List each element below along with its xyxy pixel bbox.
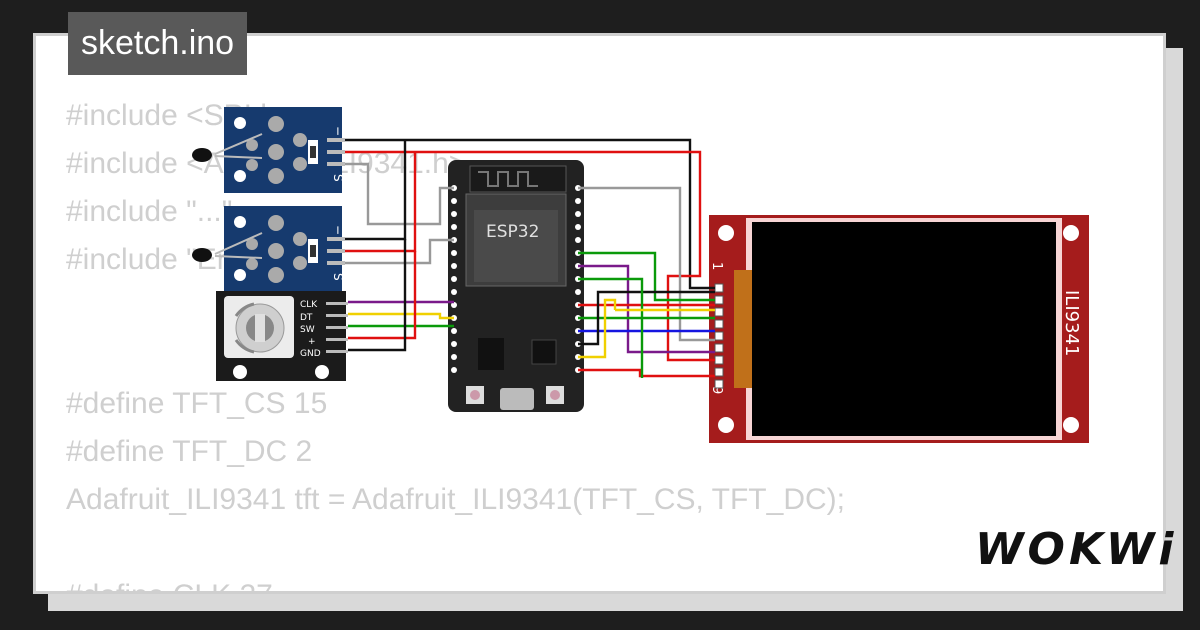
antenna-icon [478,171,538,187]
ili9341-display[interactable]: ILI9341 1 9 [709,215,1089,443]
sensor-pin-minus: − [331,126,345,136]
thermistor-icon [192,248,212,262]
temperature-sensor-1[interactable]: − S [192,107,345,193]
code-line: #define TFT_DC 2 [66,435,313,468]
code-line: Adafruit_ILI9341 tft = Adafruit_ILI9341(… [66,483,845,516]
code-line: #define CLK 27 [66,576,273,591]
sensor-pin-s: S [331,273,345,281]
file-tab[interactable]: sketch.ino [68,12,248,75]
temperature-sensor-2[interactable]: − S [192,206,345,292]
sensor-pin-minus: − [331,225,345,235]
display-pin-1: 1 [709,262,724,270]
display-pin-9: 9 [709,386,724,394]
code-line: #define TFT_CS 15 [66,387,328,420]
wokwi-logo: WOKWi [975,524,1178,575]
chip-icon [531,339,557,365]
thermistor-icon [192,148,212,162]
encoder-pin-sw: SW [300,325,315,335]
encoder-pin-vcc: + [308,337,316,347]
display-label: ILI9341 [1061,290,1082,356]
wires [345,138,715,378]
display-screen [752,222,1056,436]
usb-port-icon [500,388,534,410]
encoder-pin-gnd: GND [300,349,321,359]
encoder-pin-dt: DT [300,313,313,323]
esp32-board[interactable]: ESP32 [448,160,584,412]
rotary-encoder[interactable]: CLK DT SW + GND [216,291,348,381]
regulator-icon [478,338,504,370]
sensor-pin-s: S [331,174,345,182]
esp32-label: ESP32 [486,222,539,242]
encoder-pin-clk: CLK [300,300,318,310]
